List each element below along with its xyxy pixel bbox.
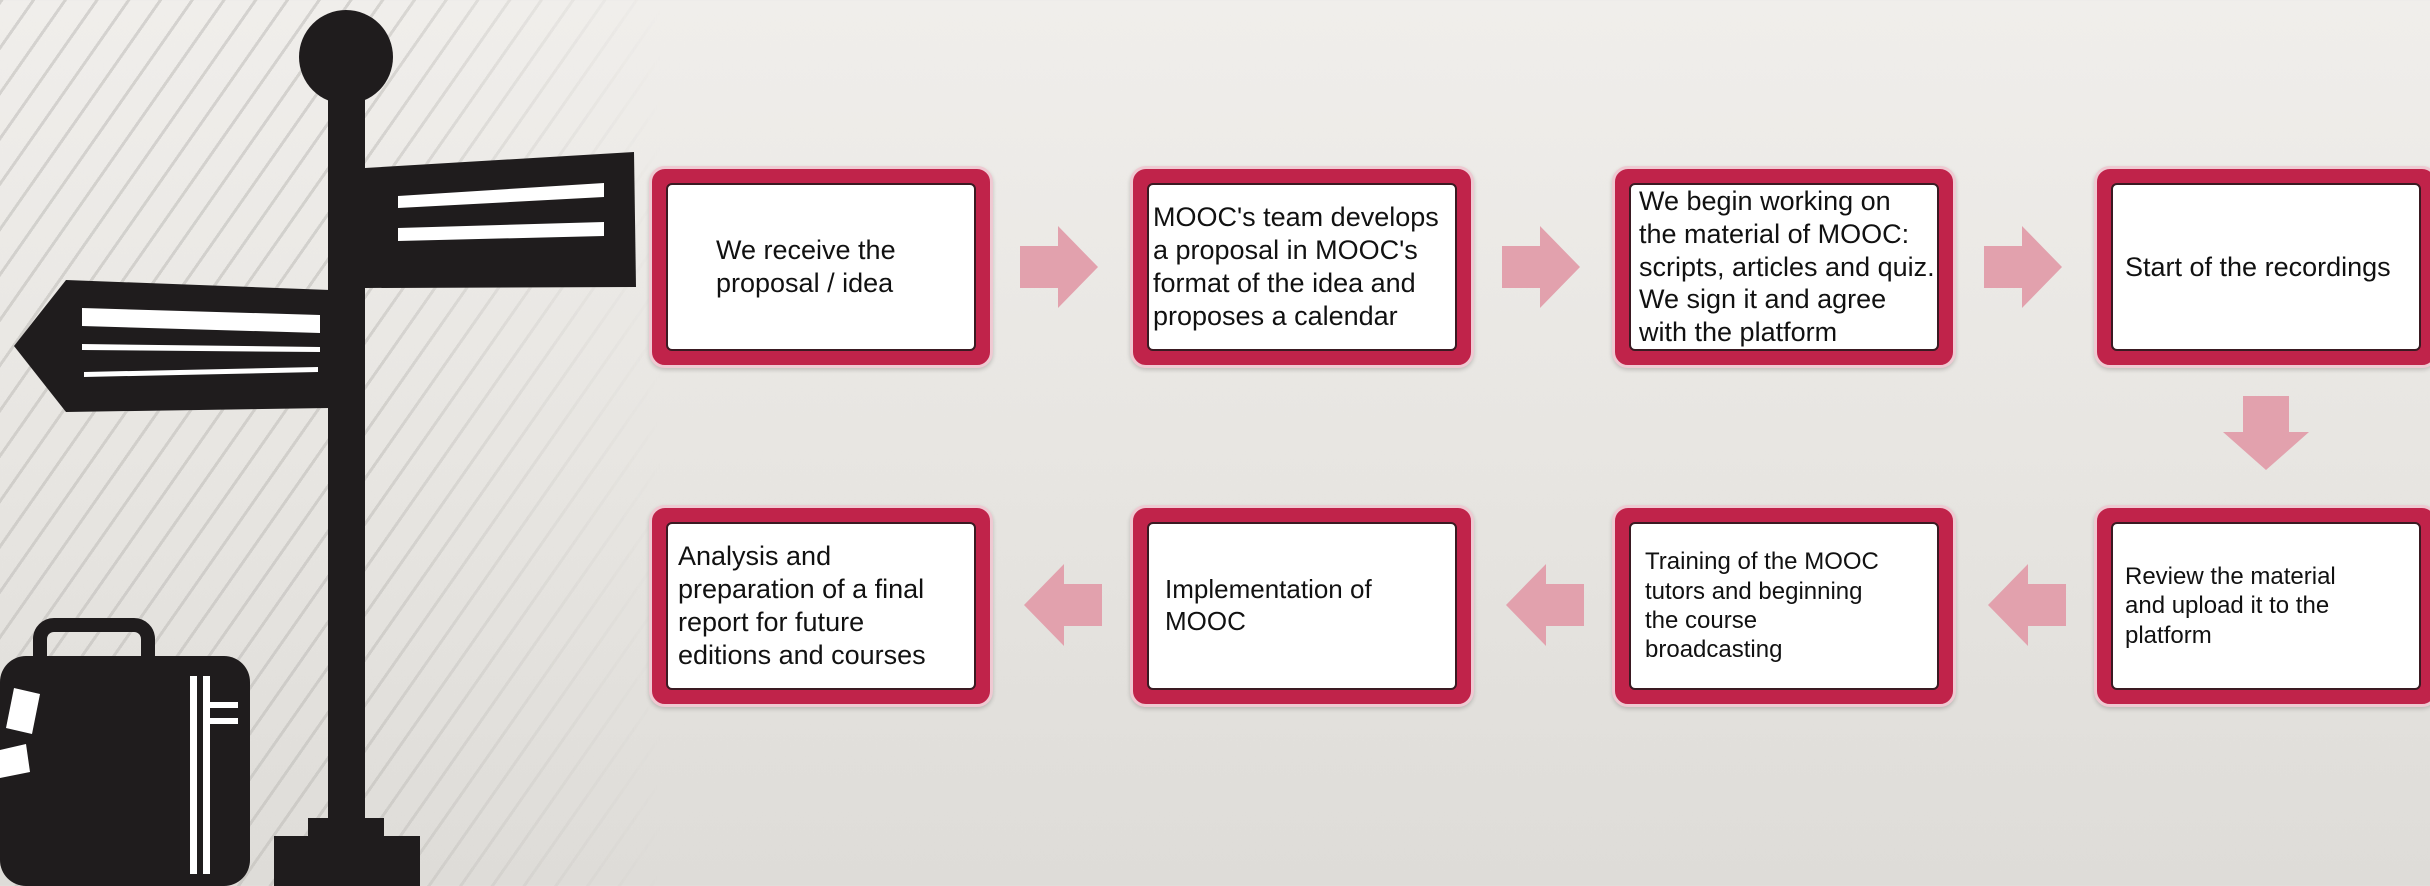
step-1-text: We receive the proposal / idea [666,183,976,351]
step-7-text: Implementation of MOOC [1147,522,1457,690]
step-1-box: We receive the proposal / idea [649,166,993,368]
arrow-left-icon [1988,564,2066,646]
step-5-text: Review the material and upload it to the… [2111,522,2421,690]
step-8-box: Analysis and preparation of a final repo… [649,505,993,707]
step-7-box: Implementation of MOOC [1130,505,1474,707]
step-2-text: MOOC's team develops a proposal in MOOC'… [1147,183,1457,351]
step-6-text: Training of the MOOC tutors and beginnin… [1629,522,1939,690]
arrow-right-icon [1984,226,2062,308]
step-5-box: Review the material and upload it to the… [2094,505,2430,707]
step-4-box: Start of the recordings [2094,166,2430,368]
step-2-box: MOOC's team develops a proposal in MOOC'… [1130,166,1474,368]
arrow-down-icon [2223,396,2309,470]
step-4-text: Start of the recordings [2111,183,2421,351]
arrow-left-icon [1506,564,1584,646]
arrow-left-icon [1024,564,1102,646]
suitcase-icon [0,618,250,886]
step-3-box: We begin working on the material of MOOC… [1612,166,1956,368]
step-8-text: Analysis and preparation of a final repo… [666,522,976,690]
arrow-right-icon [1502,226,1580,308]
step-6-box: Training of the MOOC tutors and beginnin… [1612,505,1956,707]
signpost-icon [0,10,636,886]
step-3-text: We begin working on the material of MOOC… [1629,183,1939,351]
arrow-right-icon [1020,226,1098,308]
